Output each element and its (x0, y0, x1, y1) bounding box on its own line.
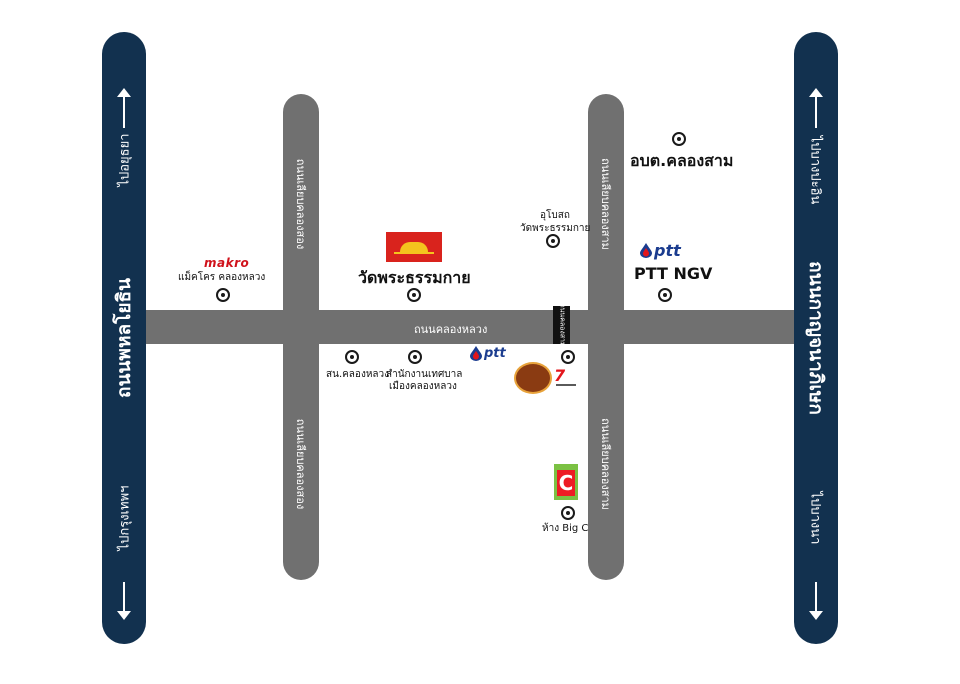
flag-line (394, 252, 434, 254)
arrow-line (123, 96, 125, 128)
bigc-logo: C (554, 464, 578, 500)
location-marker-icon (561, 350, 575, 364)
ptt-logo-text-station: ptt (484, 346, 506, 361)
road-name-klong2-upper: ถนนเลียบคลองสอง (294, 158, 307, 250)
location-marker-icon (407, 288, 421, 302)
ubosot-label-line1: อุโบสถ (540, 210, 570, 221)
police-label: สน.คลองหลวง (326, 369, 390, 380)
ptt-ngv-label: PTT NGV (634, 264, 713, 283)
bigc-label: ห้าง Big C (542, 523, 589, 534)
ptt-drop-icon (640, 243, 652, 258)
road-name-klong3-upper: ถนนเลียบคลองสาม (599, 158, 612, 250)
highway-phahonyothin: ไปอยุธยา ถนนพหลโยธิน ไปกรุงเทพฯ (102, 32, 146, 644)
direction-ayutthaya: ไปอยุธยา (117, 133, 133, 187)
seven-eleven-logo-icon: 7 (554, 366, 566, 385)
highway-name-right: ถนนกาญจนาภิเษก (805, 261, 827, 415)
jiffy-logo-icon (514, 362, 552, 394)
road-khlong-luang: ถนนคลองหลวง (146, 310, 794, 344)
road-name-klong2-lower: ถนนเลียบคลองสอง (294, 418, 307, 510)
obt-label: อบต.คลองสาม (630, 151, 734, 170)
ptt-logo: ptt (640, 241, 681, 260)
arrow-up-icon (117, 88, 131, 97)
location-marker-icon (345, 350, 359, 364)
road-klong-sam: ถนนเลียบคลองสาม ถนนเลียบคลองสาม (588, 94, 624, 580)
location-marker-icon (408, 350, 422, 364)
wat-label: วัดพระธรรมกาย (358, 268, 471, 287)
road-name-main: ถนนคลองหลวง (414, 323, 488, 336)
ubosot-label-line2: วัดพระธรรมกาย (520, 223, 591, 234)
direction-bangkok: ไปกรุงเทพฯ (117, 485, 133, 551)
direction-bang-na: ไปบางนา (807, 491, 823, 545)
makro-logo: makro (204, 256, 250, 270)
makro-label: แม็คโคร คลองหลวง (178, 272, 266, 283)
arrow-line (123, 582, 125, 614)
road-sign-label: ถนนคลองสาม (558, 303, 566, 347)
arrow-up-icon (809, 88, 823, 97)
road-name-klong3-lower: ถนนเลียบคลองสาม (599, 418, 612, 510)
arrow-down-icon (809, 611, 823, 620)
highway-kanchanaphisek: ไปบางปะอิน ถนนกาญจนาภิเษก ไปบางนา (794, 32, 838, 644)
arrow-line (815, 582, 817, 614)
ptt-logo-text: ptt (654, 241, 681, 260)
arrow-line (815, 96, 817, 128)
ptt-logo-station: ptt (470, 346, 506, 361)
location-marker-icon (216, 288, 230, 302)
bigc-logo-letter: C (557, 470, 575, 496)
flag-sun (400, 242, 428, 252)
seven-eleven-logo-bar (556, 384, 576, 386)
arrow-down-icon (117, 611, 131, 620)
dhammakaya-flag-icon (386, 232, 442, 262)
location-marker-icon (672, 132, 686, 146)
office-label-line2: เมืองคลองหลวง (389, 381, 457, 392)
road-sign: ถนนคลองสาม (553, 303, 570, 347)
location-marker-icon (546, 234, 560, 248)
highway-name-left: ถนนพหลโยธิน (113, 277, 135, 399)
road-klong-song: ถนนเลียบคลองสอง ถนนเลียบคลองสอง (283, 94, 319, 580)
ptt-drop-icon (470, 346, 482, 361)
office-label-line1: สำนักงานเทศบาล (386, 369, 463, 380)
direction-bang-pa-in: ไปบางปะอิน (807, 135, 823, 205)
location-marker-icon (658, 288, 672, 302)
location-marker-icon (561, 506, 575, 520)
